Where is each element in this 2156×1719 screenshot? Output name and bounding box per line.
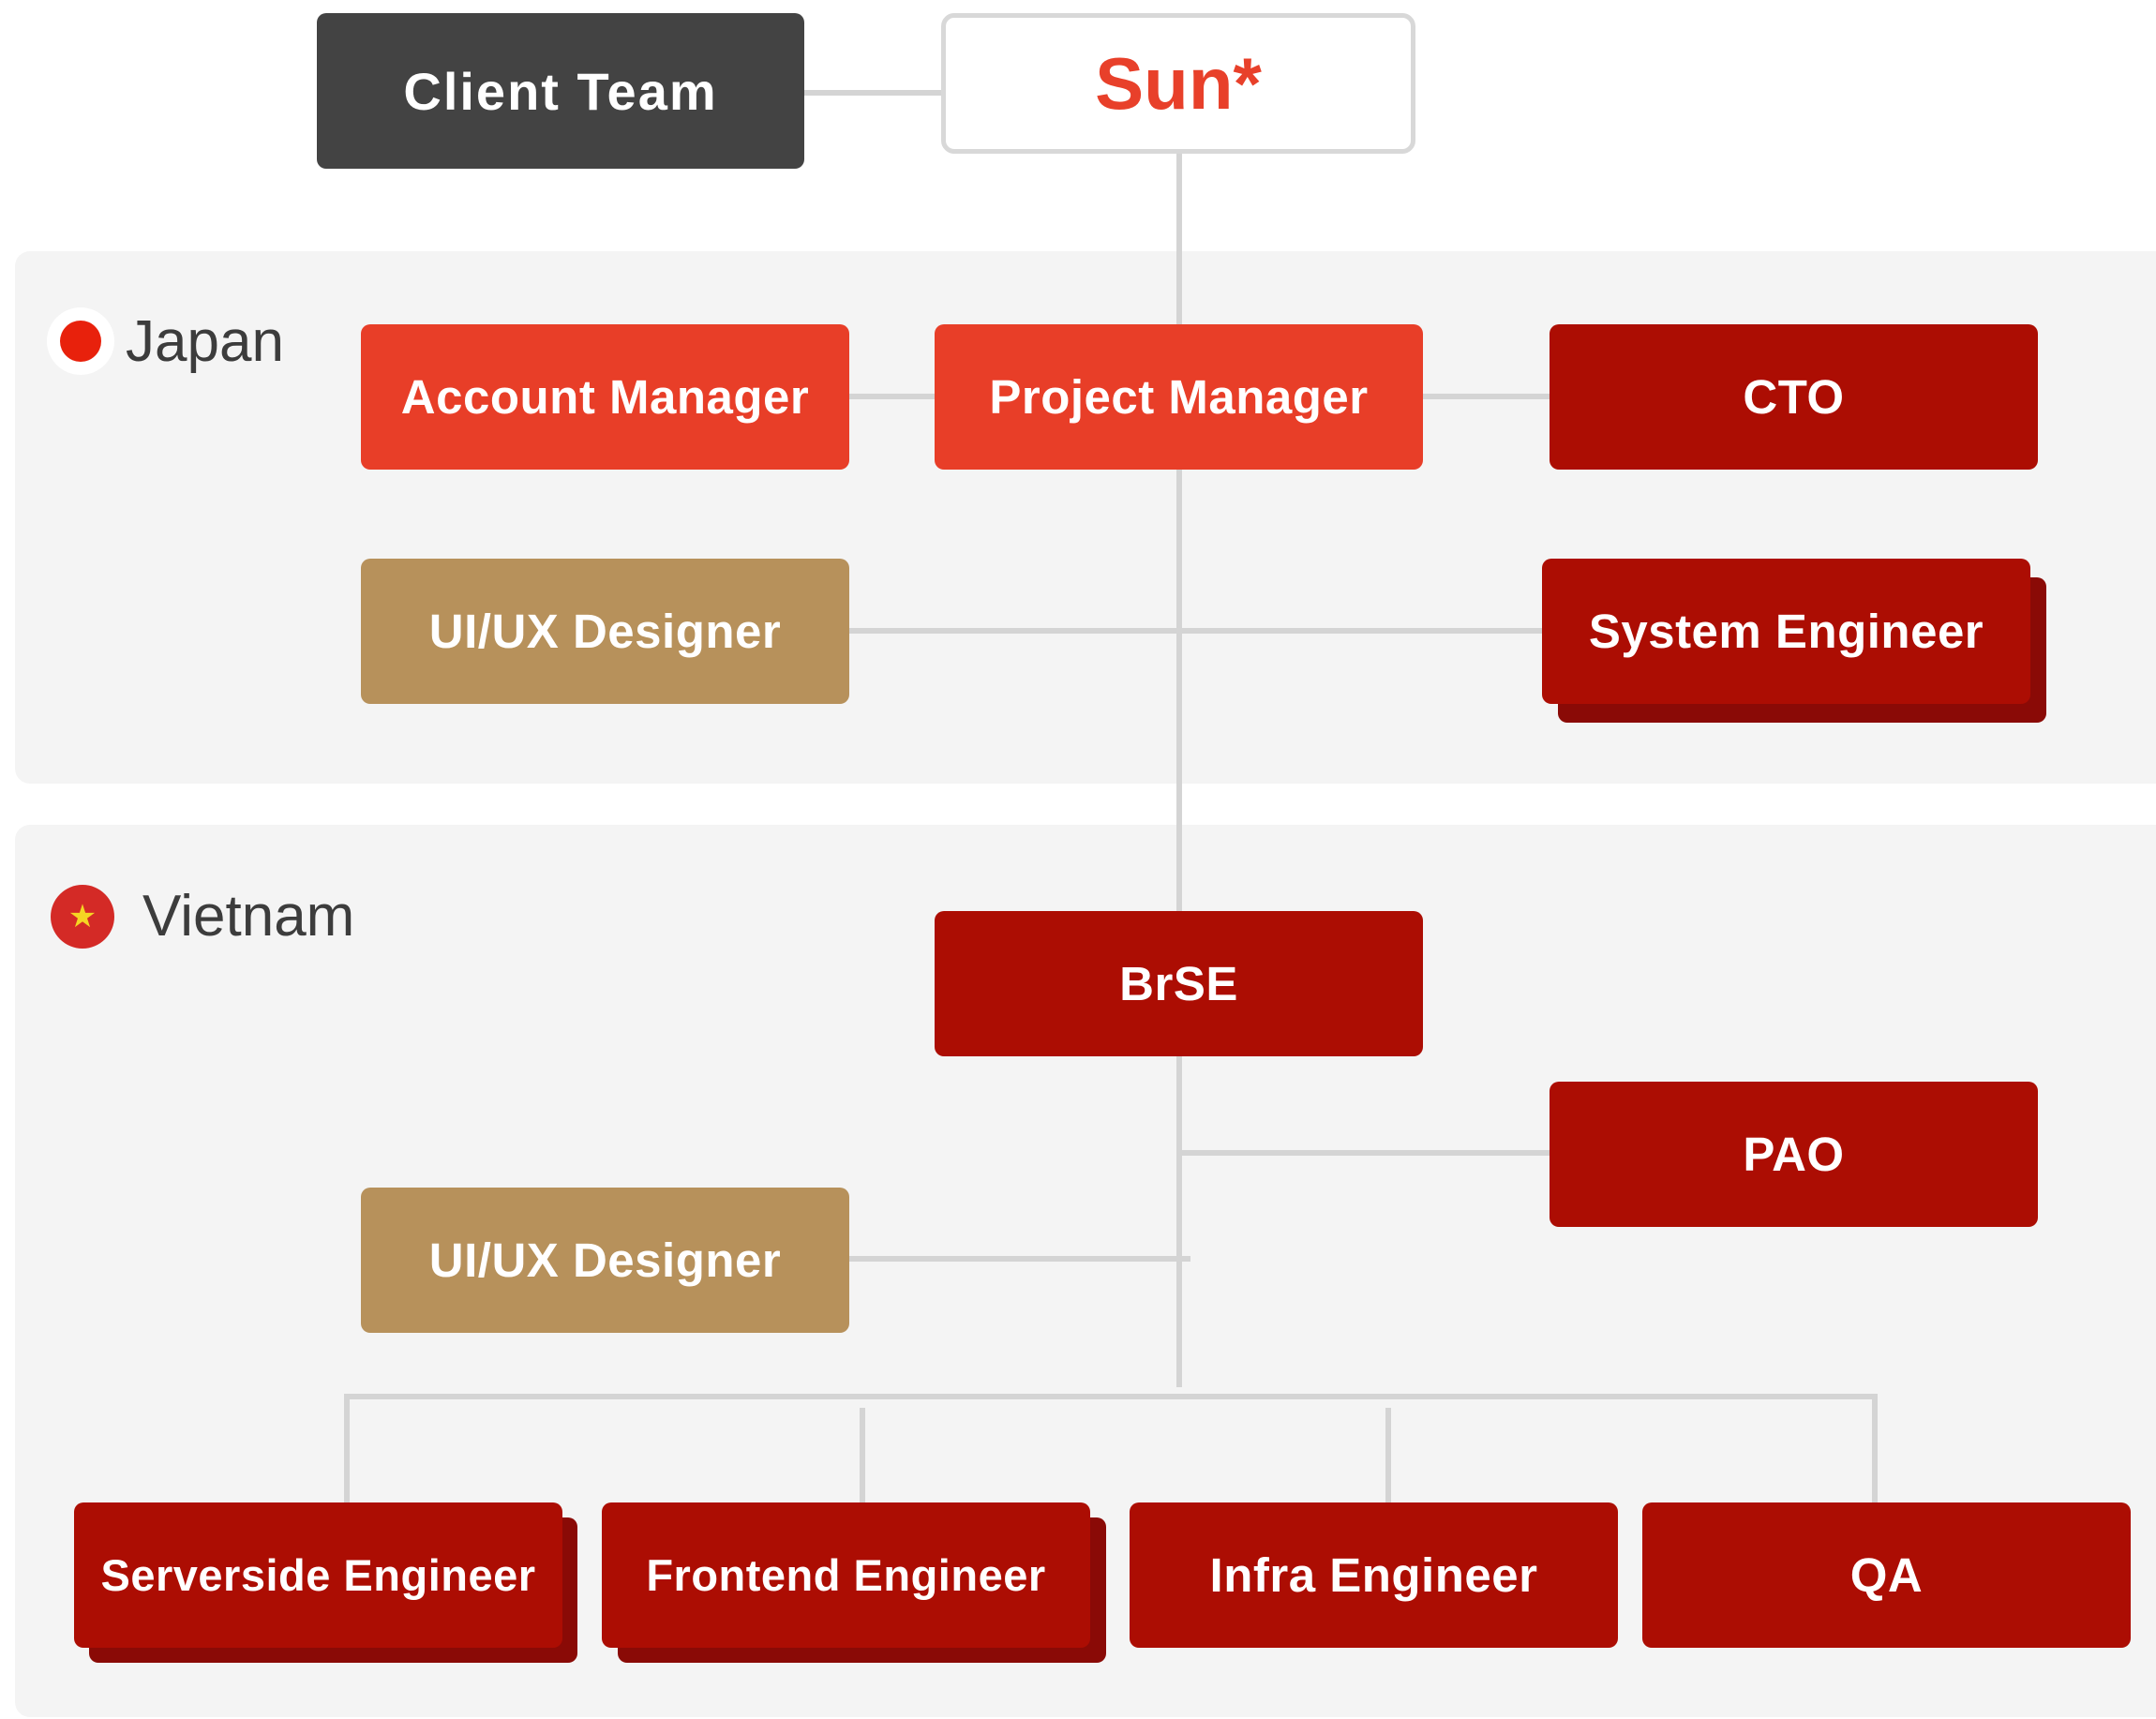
connector-am-pm (849, 394, 936, 399)
japan-flag-icon (47, 307, 114, 375)
brse-box: BrSE (935, 911, 1423, 1056)
vietnam-uiux-designer-box: UI/UX Designer (361, 1188, 849, 1333)
connector-infra (1385, 1408, 1391, 1504)
serverside-engineer-box: Serverside Engineer (74, 1502, 562, 1648)
connector-vn-designer (849, 1256, 1190, 1262)
pao-box: PAO (1550, 1082, 2038, 1227)
connector-main-vertical (1176, 154, 1182, 1387)
japan-label: Japan (47, 307, 284, 375)
vietnam-label-text: Vietnam (142, 884, 355, 949)
cto-box: CTO (1550, 324, 2038, 470)
connector-qa (1872, 1394, 1878, 1504)
connector-bottom-horizontal (344, 1394, 1878, 1399)
connector-frontend (860, 1408, 865, 1504)
vietnam-flag-icon: ★ (51, 884, 114, 949)
connector-pao (1182, 1150, 1550, 1156)
japan-uiux-designer-box: UI/UX Designer (361, 559, 849, 704)
project-manager-box: Project Manager (935, 324, 1423, 470)
system-engineer-box: System Engineer (1542, 559, 2030, 704)
infra-engineer-box: Infra Engineer (1130, 1502, 1618, 1648)
client-team-box: Client Team (317, 13, 804, 169)
qa-box: QA (1642, 1502, 2131, 1648)
connector-client-sun (804, 90, 941, 96)
connector-serverside (344, 1394, 350, 1504)
connector-designer-system-engineer (849, 628, 1543, 634)
account-manager-box: Account Manager (361, 324, 849, 470)
japan-label-text: Japan (126, 308, 284, 374)
sun-company-box: Sun* (941, 13, 1415, 154)
vietnam-label: ★ Vietnam (51, 883, 354, 949)
frontend-engineer-box: Frontend Engineer (602, 1502, 1090, 1648)
connector-pm-cto (1423, 394, 1550, 399)
